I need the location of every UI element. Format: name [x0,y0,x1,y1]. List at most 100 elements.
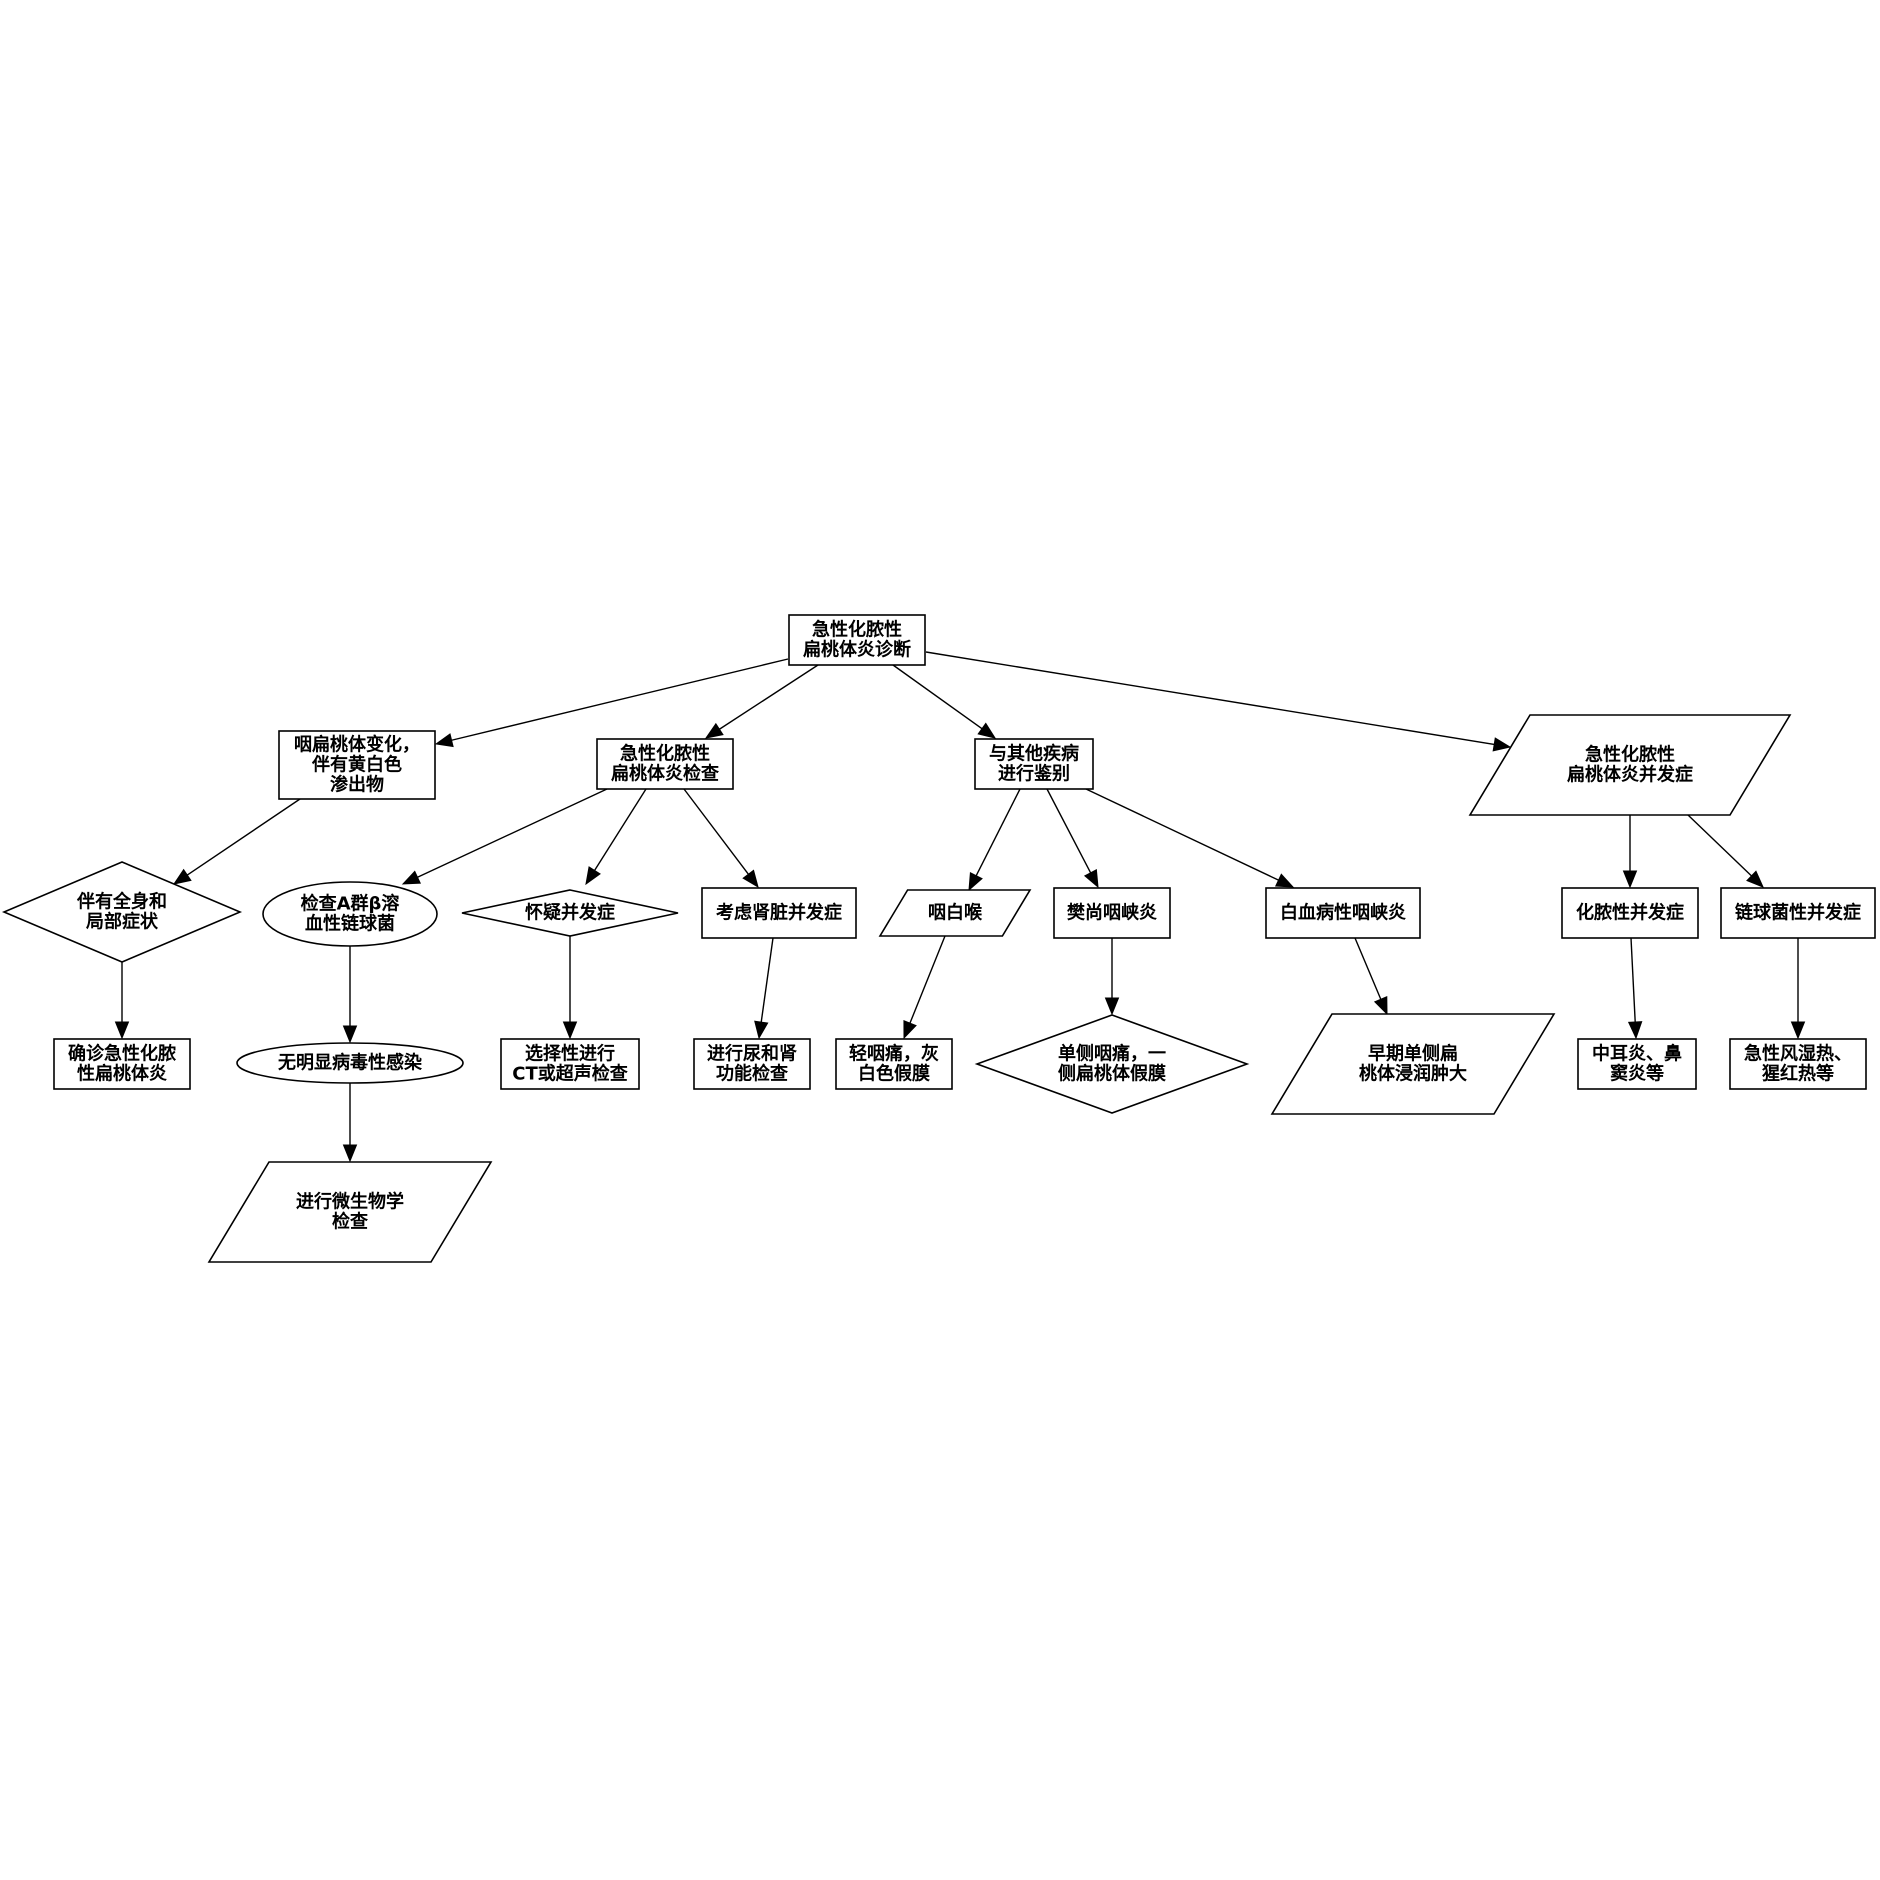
arrow-head-icon [434,733,454,748]
arrow-head-icon [968,872,983,892]
arrow-head-icon [754,1020,769,1040]
edge-n4a-to-n4a1 [1627,937,1643,1040]
node-label: 樊尚咽峡炎 [1067,902,1157,924]
node-n4a: 化脓性并发症 [1561,887,1699,939]
edge-n2a-to-n2a1 [342,946,358,1044]
arrow-head-icon [977,722,997,739]
edge-n3-to-n3c [1085,788,1295,888]
node-label: 功能检查 [716,1063,788,1085]
node-label: 血性链球菌 [305,913,395,935]
node-label: 白色假膜 [858,1063,930,1085]
edge-root-to-n2 [704,664,819,739]
node-shape-rect [1053,887,1171,939]
node-label: 急性化脓性 [620,743,710,765]
node-n2a1: 无明显病毒性感染 [236,1042,464,1084]
node-label: CT或超声检查 [512,1063,628,1085]
node-label: 化脓性并发症 [1576,902,1684,924]
edge-n4b-to-n4b1 [1790,938,1806,1040]
arrow-head-icon [342,1025,358,1044]
node-shape-diamond [974,1014,1250,1114]
node-shape-rect [835,1038,953,1090]
node-label: 扁桃体炎检查 [611,763,719,785]
node-shape-rect [788,614,926,666]
edge-line [1630,937,1636,1023]
node-label: 无明显病毒性感染 [278,1052,423,1074]
node-label: 链球菌性并发症 [1735,902,1861,924]
arrow-head-icon [1790,1021,1806,1040]
node-n2b: 怀疑并发症 [461,889,679,937]
node-shape-ellipse [236,1042,464,1084]
edge-line [417,788,608,878]
arrow-head-icon [1622,870,1638,889]
arrow-head-icon [114,1021,130,1040]
node-shape-parallelogram [878,889,1032,937]
node-label: 考虑肾脏并发症 [716,902,842,924]
node-label: 窦炎等 [1610,1063,1664,1085]
edge-line [451,658,789,741]
node-label: 进行尿和肾 [707,1043,797,1065]
edge-line [186,798,301,876]
node-label: 急性化脓性 [1585,744,1675,766]
arrow-head-icon [903,1019,917,1040]
edge-n3-to-n3a [968,788,1021,892]
edges-layer [114,651,1806,1163]
node-n2c: 考虑肾脏并发症 [701,887,857,939]
edge-n3b-to-n3b1 [1104,938,1120,1016]
node-label: 局部症状 [86,911,159,933]
edge-n1-to-n1a [172,798,301,885]
edge-line [719,664,819,730]
node-label: 轻咽痛，灰 [849,1043,939,1065]
arrow-head-icon [401,870,422,885]
node-label: 确诊急性化脓 [68,1043,177,1065]
edge-line [760,937,774,1023]
node-label: 扁桃体炎并发症 [1567,764,1693,786]
node-shape-parallelogram [1468,714,1792,816]
node-shape-rect [596,738,734,790]
node-label: 急性风湿热、 [1744,1043,1852,1065]
arrow-head-icon [1492,737,1512,752]
node-label: 白血病性咽峡炎 [1280,902,1406,924]
node-shape-rect [1729,1038,1867,1090]
arrow-head-icon [1104,997,1120,1016]
arrow-head-icon [704,722,724,739]
edge-n3-to-n3b [1046,788,1099,889]
node-n3c: 白血病性咽峡炎 [1265,887,1421,939]
node-shape-ellipse [262,881,438,947]
node-n4b1: 急性风湿热、猩红热等 [1729,1038,1867,1090]
node-label: 侧扁桃体假膜 [1058,1063,1166,1085]
node-shape-rect [1577,1038,1697,1090]
arrow-head-icon [1083,869,1099,889]
nodes-layer: 急性化脓性扁桃体炎诊断咽扁桃体变化，伴有黄白色渗出物急性化脓性扁桃体炎检查与其他… [1,614,1876,1263]
node-label: 桃体浸润肿大 [1359,1063,1467,1085]
edge-n2b-to-n2b1 [562,936,578,1040]
arrow-head-icon [562,1021,578,1040]
node-shape-rect [1720,887,1876,939]
node-label: 单侧咽痛，一 [1058,1043,1166,1065]
node-shape-parallelogram [207,1161,493,1263]
edge-line [925,651,1495,746]
node-label: 急性化脓性 [812,619,902,641]
arrow-head-icon [1746,870,1764,888]
node-label: 进行微生物学 [296,1191,404,1213]
arrow-head-icon [742,869,759,889]
node-label: 渗出物 [330,774,384,796]
edge-root-to-n1 [434,658,789,748]
node-shape-rect [693,1038,811,1090]
node-label: 伴有黄白色 [311,754,402,776]
node-label: 检查 [332,1211,368,1233]
edge-line [683,788,749,875]
node-label: 性扁桃体炎 [77,1063,167,1085]
edge-line [1354,937,1382,1000]
node-n4b: 链球菌性并发症 [1720,887,1876,939]
node-shape-rect [278,730,436,800]
